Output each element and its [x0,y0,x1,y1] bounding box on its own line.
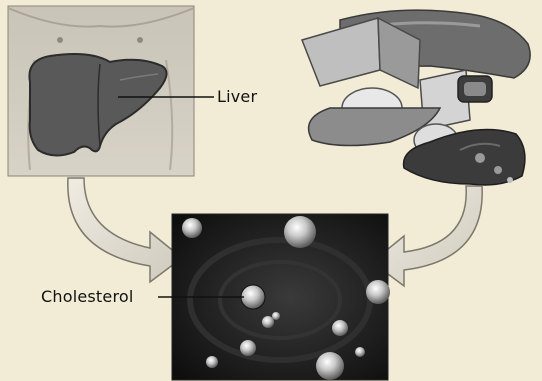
liver-label: Liver [217,87,257,106]
arrow-from-food [372,186,482,286]
arrow-from-liver [68,178,182,282]
torso-panel [8,6,194,176]
food-panel [302,10,530,185]
cholesterol-droplet [241,285,265,309]
cholesterol-label: Cholesterol [41,287,134,306]
